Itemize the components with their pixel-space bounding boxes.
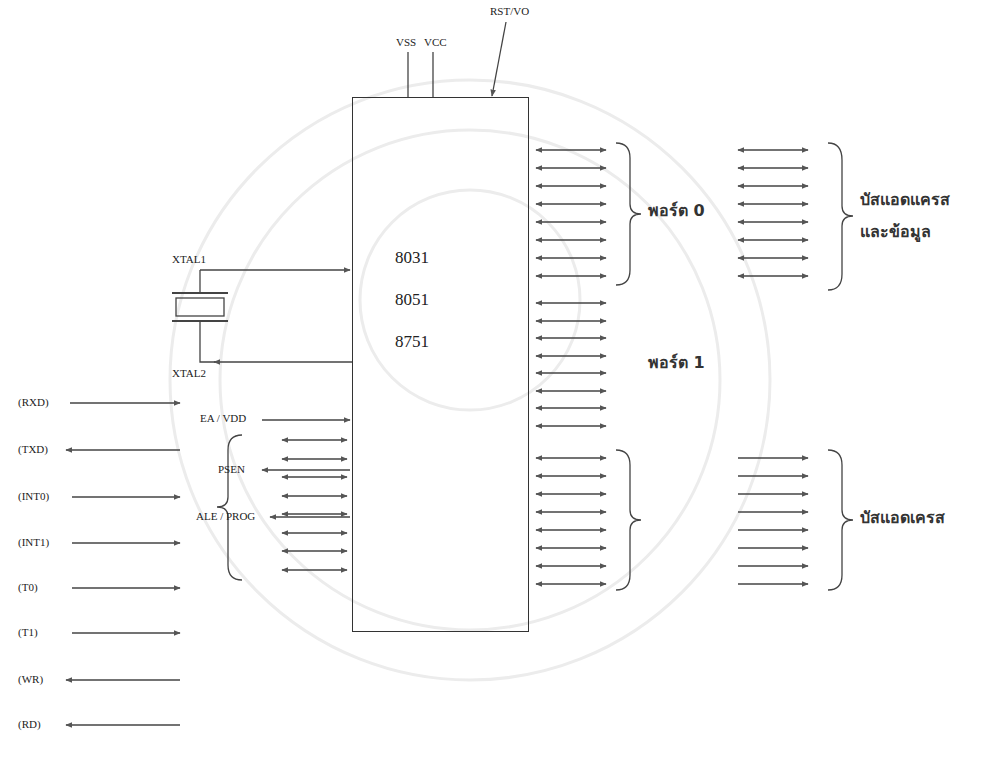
port-line-arrow (738, 239, 808, 240)
port-line-arrow (282, 495, 347, 496)
crystal-body (176, 298, 224, 316)
port-line-arrow (738, 275, 808, 276)
brace (616, 450, 641, 590)
port-line-arrow (536, 337, 606, 338)
ea-arrow (262, 419, 350, 420)
port-line-arrow (738, 547, 808, 548)
port-label: พอร์ต 1 (648, 353, 705, 372)
bus-label: บัสแอดเครส (860, 508, 945, 527)
port-line-arrow (536, 407, 606, 408)
port-line-arrow (738, 493, 808, 494)
port-line-arrow (536, 167, 606, 168)
signal-name: (RD) (18, 718, 41, 731)
chip-body: 8031 8051 8751 (352, 97, 529, 632)
port-line-arrow (282, 476, 347, 477)
port-line-arrow (738, 511, 808, 512)
int0-arrow (72, 496, 180, 497)
port-line-arrow (282, 532, 347, 533)
port-line-arrow (536, 149, 606, 150)
xtal1-wire (200, 269, 350, 270)
brace (616, 143, 641, 285)
port-line-arrow (536, 565, 606, 566)
pin-name: XTAL1 (172, 253, 206, 266)
wr-arrow (66, 679, 180, 680)
crystal-lead (200, 321, 216, 362)
txd-arrow (66, 449, 180, 450)
port-line-arrow (536, 390, 606, 391)
brace (828, 143, 853, 290)
pin-name: VSS (396, 36, 416, 49)
port-line-arrow (536, 457, 606, 458)
port-line-arrow (536, 529, 606, 530)
port-line-arrow (536, 302, 606, 303)
port-line-arrow (536, 221, 606, 222)
port-line-arrow (536, 583, 606, 584)
port-line-arrow (536, 355, 606, 356)
port-line-arrow (738, 167, 808, 168)
signal-name: (TXD) (18, 443, 48, 456)
chip-part-number: 8751 (395, 332, 429, 352)
port-line-arrow (738, 185, 808, 186)
port-line-arrow (536, 185, 606, 186)
signal-name: (T0) (18, 581, 38, 594)
signal-name: (RXD) (18, 396, 49, 409)
port-line-arrow (738, 203, 808, 204)
psen-arrow (262, 469, 350, 470)
brace (828, 450, 853, 590)
port-line-arrow (536, 475, 606, 476)
port-line-arrow (536, 547, 606, 548)
pin-name: ALE / PROG (196, 510, 255, 523)
port-line-arrow (738, 565, 808, 566)
crystal-lead (199, 270, 200, 293)
brace (217, 435, 242, 580)
port-line-arrow (536, 275, 606, 276)
port-line-arrow (536, 257, 606, 258)
xtal2-wire (214, 361, 352, 362)
port-line-arrow (536, 372, 606, 373)
port-line-arrow (282, 569, 347, 570)
vss-pin (407, 52, 408, 97)
port-line-arrow (738, 475, 808, 476)
port-line-arrow (536, 425, 606, 426)
pin-name: RST/VO (490, 5, 529, 18)
pin-name: PSEN (218, 463, 245, 476)
t1-arrow (72, 632, 180, 633)
port-line-arrow (738, 583, 808, 584)
port-line-arrow (738, 529, 808, 530)
port-line-arrow (282, 513, 347, 514)
rd-arrow (66, 724, 180, 725)
port-line-arrow (536, 493, 606, 494)
pin-name: XTAL2 (172, 367, 206, 380)
signal-name: (T1) (18, 626, 38, 639)
vcc-pin (432, 52, 433, 97)
signal-name: (WR) (18, 673, 43, 686)
chip-part-number: 8031 (395, 248, 429, 268)
crystal-plate (172, 292, 228, 294)
port-line-arrow (536, 239, 606, 240)
port-line-arrow (536, 203, 606, 204)
port-line-arrow (738, 221, 808, 222)
signal-name: (INT1) (18, 536, 49, 549)
pin-name: EA / VDD (200, 412, 246, 425)
bus-label: บัสแอดแครส และข้อมูล (860, 184, 972, 248)
port-line-arrow (738, 457, 808, 458)
rst-arrow (492, 22, 506, 96)
watermark (170, 80, 770, 680)
int1-arrow (72, 542, 180, 543)
t0-arrow (72, 587, 180, 588)
port-label: พอร์ต 0 (648, 201, 705, 220)
chip-part-number: 8051 (395, 290, 429, 310)
port-line-arrow (282, 550, 347, 551)
rxd-arrow (70, 402, 180, 403)
ale-arrow (270, 516, 350, 517)
port-line-arrow (536, 320, 606, 321)
port-line-arrow (738, 257, 808, 258)
port-line-arrow (282, 439, 347, 440)
port-line-arrow (536, 511, 606, 512)
port-line-arrow (282, 458, 347, 459)
pin-name: VCC (424, 36, 447, 49)
port-line-arrow (738, 149, 808, 150)
signal-name: (INT0) (18, 490, 49, 503)
